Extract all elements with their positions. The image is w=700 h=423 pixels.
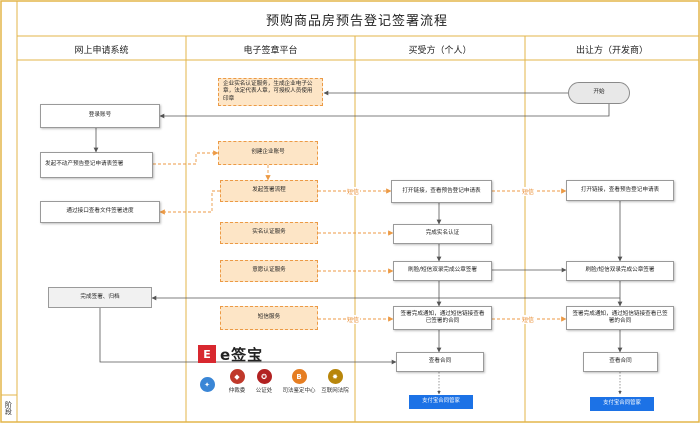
sms-label: 短信	[521, 315, 536, 324]
complete-archive-node: 完成签署、归档	[48, 287, 152, 308]
seller-open-link-node: 打开链接，查看预告登记申请表	[566, 180, 674, 201]
seller-alipay-node: 支付宝合同管家	[590, 397, 654, 411]
stage-label: 阶段	[4, 400, 13, 415]
query-progress-node: 通过接口查看文件签署进度	[40, 201, 160, 223]
partner-logo: ✸ 互联网法院	[318, 366, 352, 394]
start-node: 开始	[568, 82, 630, 104]
esign-mark-icon: E	[198, 345, 216, 363]
partner-notary-icon: ✪	[256, 369, 272, 384]
esign-wordmark: e签宝	[220, 345, 264, 364]
lane-header-esign-platform: 电子签章平台	[243, 45, 298, 56]
buyer-view-contract-node: 查看合同	[396, 352, 484, 372]
esign-logo: E e签宝	[198, 343, 288, 365]
create-enterprise-node: 创建企业账号	[218, 141, 318, 165]
lane-header-online-system: 网上申请系统	[74, 45, 129, 56]
diagram-title: 预购商品房预告登记签署流程	[265, 13, 448, 29]
sms-service-node: 短信服务	[220, 306, 318, 330]
partner-forensic-icon: B	[291, 369, 307, 384]
partner-bird-icon: ✦	[199, 377, 215, 392]
partner-arbitration-icon: ◆	[229, 369, 245, 384]
seller-view-contract-node: 查看合同	[583, 352, 658, 372]
willing-service-node: 意愿认证服务	[220, 260, 318, 282]
initiate-application-node: 发起不动产预告登记申请表签署	[40, 152, 153, 178]
buyer-open-link-node: 打开链接，查看预告登记申请表	[391, 180, 492, 203]
seller-sign-node: 刷脸/短信双录完成公章签署	[566, 261, 674, 281]
buyer-sign-node: 刷脸/短信双录完成公章签署	[393, 261, 492, 281]
login-node: 登录账号	[40, 104, 160, 128]
partner-logo: ✪ 公证处	[251, 366, 277, 394]
sms-label: 短信	[346, 187, 361, 196]
sms-label: 短信	[346, 315, 361, 324]
partner-court-icon: ✸	[327, 369, 343, 384]
buyer-notice-node: 签署完成通知，通过短信链接查看已签署的合同	[393, 306, 492, 330]
partner-logo: B 司法鉴定中心	[279, 366, 319, 394]
sms-label: 短信	[521, 187, 536, 196]
lane-header-seller: 出让方（开发商）	[575, 45, 648, 56]
buyer-realname-node: 完成实名认证	[393, 224, 492, 244]
partner-logo: ◆ 仲裁委	[224, 366, 250, 394]
partner-logo: ✦	[196, 366, 218, 394]
realname-service-node: 实名认证服务	[220, 222, 318, 244]
buyer-alipay-node: 支付宝合同管家	[409, 395, 473, 409]
enterprise-cert-node: 企业实名认证服务，生成企业电子公章，法定代表人章，可授权人员使用印章	[218, 78, 323, 106]
initiate-sign-node: 发起签署流程	[220, 180, 318, 202]
lane-header-buyer: 买受方（个人）	[408, 45, 472, 56]
seller-notice-node: 签署完成通知，通过短信链接查看已签署的合同	[566, 306, 674, 330]
